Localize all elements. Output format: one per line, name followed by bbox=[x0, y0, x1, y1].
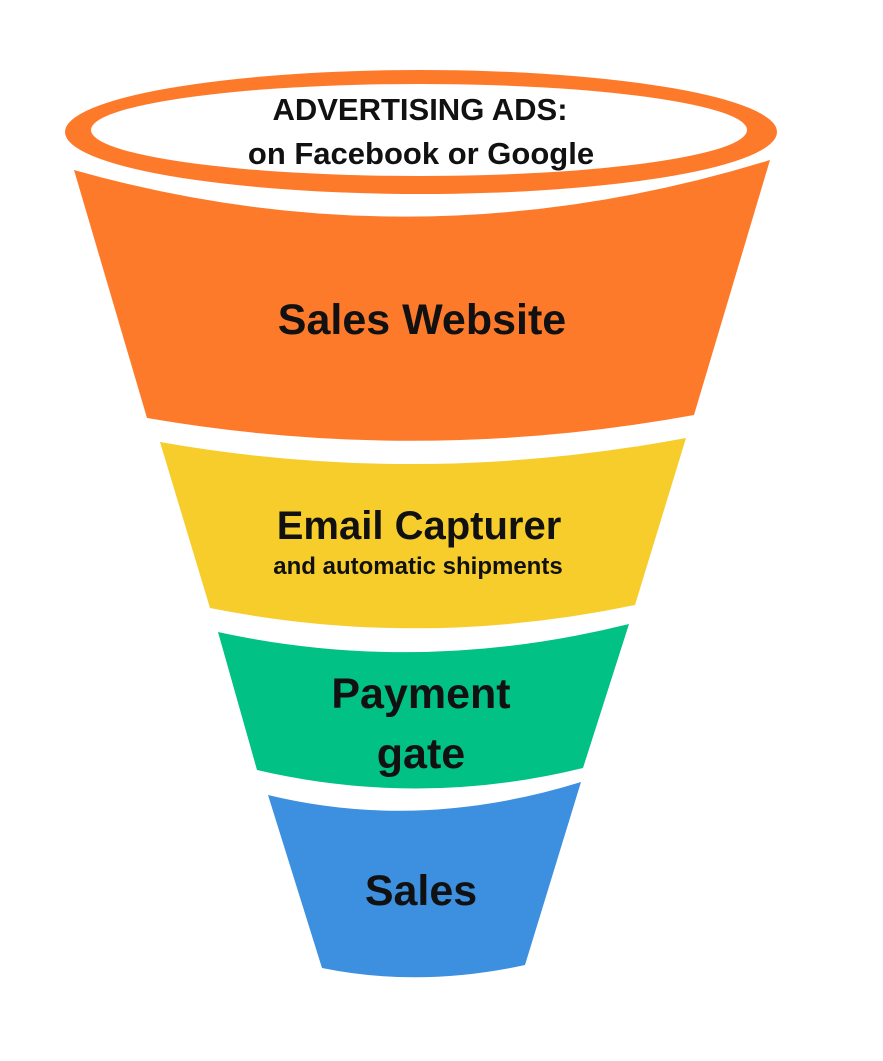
stage-shape-sales-website bbox=[74, 160, 770, 441]
stage-shape-payment-gate bbox=[218, 624, 629, 789]
stage-shape-email-capturer bbox=[160, 438, 686, 629]
stage-title-payment-line1: Payment bbox=[331, 670, 510, 718]
rim-label-line2: on Facebook or Google bbox=[248, 136, 594, 171]
rim-label-line1: ADVERTISING ADS: bbox=[272, 92, 567, 127]
stage-title-sales-website: Sales Website bbox=[278, 296, 566, 344]
funnel-stage-sales-website: Sales Website bbox=[74, 160, 770, 441]
funnel-rim-opening bbox=[91, 84, 747, 176]
stage-subtitle-email-capturer: and automatic shipments bbox=[273, 553, 562, 580]
stage-title-sales: Sales bbox=[365, 867, 477, 915]
stage-shape-sales bbox=[268, 782, 581, 978]
stage-title-payment-line2: gate bbox=[377, 730, 465, 778]
funnel-stage-payment-gate: Payment gate bbox=[218, 624, 629, 789]
stage-title-email-capturer: Email Capturer bbox=[277, 504, 562, 548]
funnel-stage-sales: Sales bbox=[268, 782, 581, 978]
funnel-stage-email-capturer: Email Capturer and automatic shipments bbox=[160, 438, 686, 629]
funnel-rim: ADVERTISING ADS: on Facebook or Google bbox=[65, 70, 777, 194]
